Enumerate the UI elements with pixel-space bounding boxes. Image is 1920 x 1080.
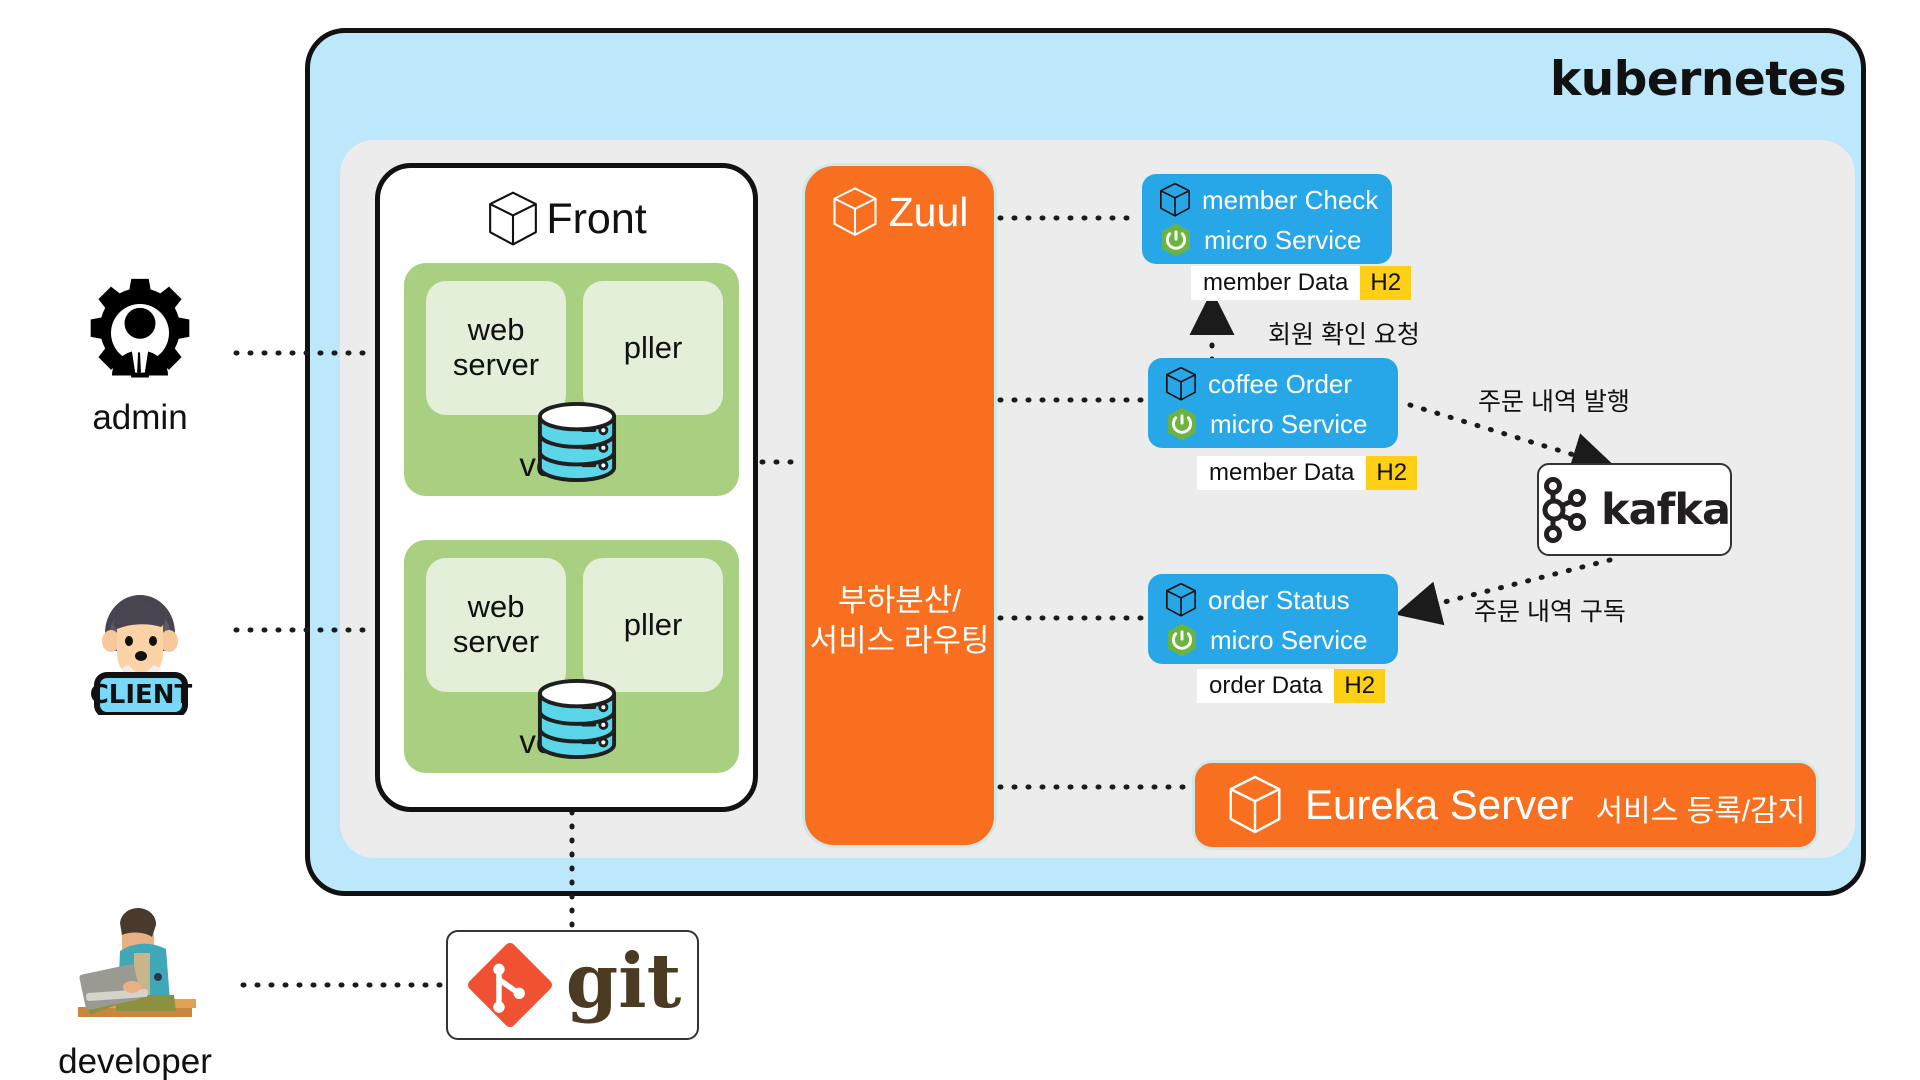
eureka-server: Eureka Server 서비스 등록/감지 [1192, 760, 1819, 850]
cube-icon [833, 187, 877, 236]
front-label: Front [546, 194, 647, 243]
cube-icon [1160, 182, 1190, 217]
front-pod-2: web server pller vol [404, 540, 739, 773]
front-pod-1: web server pller vol [404, 263, 739, 496]
order-status-kind-row: micro Service [1164, 622, 1367, 658]
pod-2-volume: vol [404, 678, 739, 765]
zuul-subtitle-line1: 부하분산/ [838, 583, 961, 618]
annotation-order-publish: 주문 내역 발행 [1478, 388, 1630, 416]
coffee-order-name: coffee Order [1208, 368, 1353, 399]
git-label: git [565, 937, 682, 1025]
coffee-order-kind: micro Service [1210, 408, 1368, 439]
spring-boot-icon [1168, 623, 1196, 657]
order-status-kind: micro Service [1210, 624, 1368, 655]
front-pod-group: Front web server pller vol [375, 163, 758, 812]
order-status-datastore: order Data H2 [1196, 668, 1387, 704]
member-check-datastore: member Data H2 [1190, 265, 1413, 301]
database-icon [532, 401, 622, 488]
annotation-member-check-request: 회원 확인 요청 [1268, 321, 1420, 349]
zuul-subtitle-line2: 서비스 라우팅 [809, 623, 990, 659]
pod-1-volume: vol [404, 401, 739, 488]
spring-boot-icon [1162, 223, 1190, 257]
cube-icon [1166, 582, 1196, 617]
git-logo-icon [467, 943, 552, 1027]
microservice-member-check: member Check micro Service [1142, 174, 1392, 264]
member-check-name: member Check [1202, 184, 1379, 215]
spring-boot-icon [1168, 407, 1196, 441]
annotation-order-subscribe: 주문 내역 구독 [1474, 598, 1626, 626]
cube-icon [489, 191, 538, 246]
member-check-title-row: member Check [1158, 182, 1378, 218]
git-repository: git [446, 930, 699, 1040]
actor-admin-label: admin [92, 398, 188, 437]
eureka-name: Eureka Server [1305, 781, 1574, 828]
kafka-logo-icon [1542, 476, 1587, 543]
actor-developer: developer [30, 895, 240, 1080]
order-status-data-label: order Data [1197, 669, 1335, 703]
database-icon [532, 678, 622, 765]
kafka-broker: kafka [1537, 463, 1732, 556]
coffee-order-title-row: coffee Order [1164, 366, 1352, 402]
kubernetes-wordmark: kubernetes [1550, 51, 1847, 107]
microservice-order-status: order Status micro Service [1148, 574, 1398, 664]
kafka-label: kafka [1601, 484, 1731, 535]
pod-2-container-pller: pller [583, 558, 723, 692]
member-check-kind: micro Service [1204, 224, 1362, 255]
client-person-icon: CLIENT [90, 595, 193, 718]
developer-person-icon [78, 907, 196, 1017]
actor-admin: admin [35, 275, 245, 438]
zuul-gateway: Zuul 부하분산/ 서비스 라우팅 [802, 163, 997, 848]
pod-1-container-pller: pller [583, 281, 723, 415]
coffee-order-db-badge: H2 [1366, 456, 1418, 490]
admin-gear-person-icon [90, 278, 190, 378]
cube-icon [1166, 366, 1196, 401]
member-check-data-label: member Data [1191, 266, 1361, 300]
coffee-order-kind-row: micro Service [1164, 406, 1367, 442]
member-check-db-badge: H2 [1360, 266, 1412, 300]
eureka-description: 서비스 등록/감지 [1595, 795, 1806, 828]
order-status-name: order Status [1208, 584, 1350, 615]
pod-1-container-webserver: web server [426, 281, 566, 415]
zuul-header: Zuul [805, 186, 994, 238]
actor-client: CLIENT [35, 585, 245, 720]
order-status-db-badge: H2 [1334, 669, 1386, 703]
microservice-coffee-order: coffee Order micro Service [1148, 358, 1398, 448]
zuul-label: Zuul [888, 188, 969, 235]
coffee-order-datastore: member Data H2 [1196, 455, 1419, 491]
pod-2-container-webserver: web server [426, 558, 566, 692]
client-badge-text: CLIENT [90, 680, 193, 710]
coffee-order-data-label: member Data [1197, 456, 1367, 490]
member-check-kind-row: micro Service [1158, 222, 1361, 258]
order-status-title-row: order Status [1164, 582, 1350, 618]
zuul-subtitle: 부하분산/ 서비스 라우팅 [805, 581, 994, 662]
front-title: Front [380, 190, 753, 248]
kubernetes-logo: kubernetes [1536, 36, 1847, 122]
cube-icon [1229, 775, 1281, 834]
actor-developer-label: developer [58, 1042, 212, 1080]
